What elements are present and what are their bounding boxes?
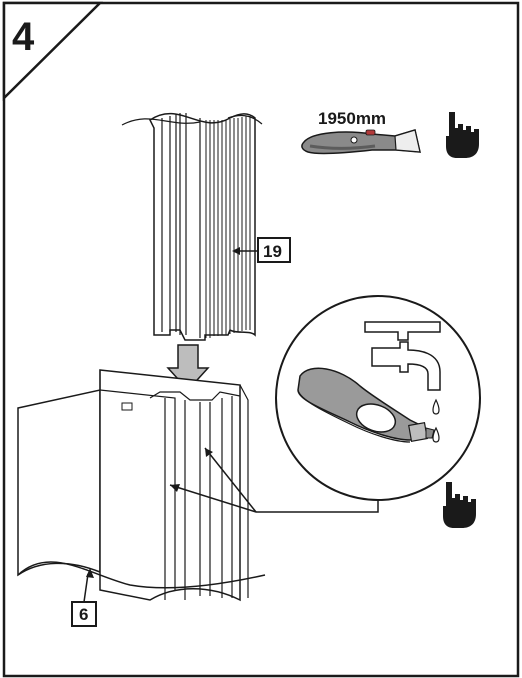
utility-knife-icon	[301, 129, 421, 155]
step-badge: 4	[2, 1, 104, 101]
callout-6: 6	[71, 568, 97, 627]
water-drop-icon	[432, 398, 440, 443]
door-frame-profile	[17, 369, 266, 602]
detail-magnifier	[275, 295, 481, 501]
soap-bottle-icon	[297, 367, 435, 443]
cut-length-label: 1950mm	[318, 109, 386, 128]
seal-profile-19	[121, 112, 263, 341]
part-number-19: 19	[263, 242, 282, 261]
water-tap-icon	[364, 321, 441, 391]
callout-19: 19	[232, 237, 291, 263]
step-number: 4	[12, 15, 35, 59]
hand-pointer-icon	[446, 112, 479, 158]
part-number-6: 6	[79, 605, 88, 624]
hand-pointer-icon	[443, 482, 476, 528]
